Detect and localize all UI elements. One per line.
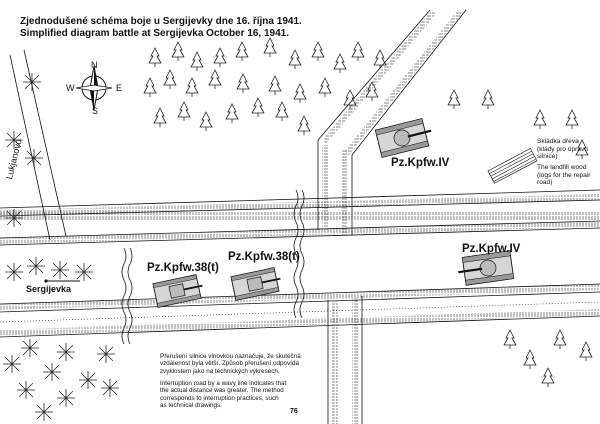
tank-38t-right-icon	[230, 267, 281, 301]
wood-note-cz: Skládka dřeva (klády pro úpravu silnice)	[537, 138, 588, 161]
wood-cz-line: (klády pro úpravu	[537, 145, 588, 153]
tank-label-38t-right: Pz.Kpfw.38(t)	[228, 251, 300, 263]
wood-en-line: The landfill wood	[537, 164, 587, 171]
road-south	[327, 296, 363, 424]
tank-label-pz4-bottom: Pz.Kpfw.IV	[462, 243, 521, 255]
road-lower	[0, 283, 600, 338]
compass-n: N	[91, 60, 98, 70]
tank-label-pz4-top: Pz.Kpfw.IV	[391, 157, 450, 169]
wood-en-line: (logs for the repair	[537, 171, 591, 179]
wood-cz-line: Skládka dřeva	[537, 138, 579, 145]
note-cz-line: Přerušení silnice vlnovkou naznačuje, že…	[160, 353, 301, 360]
road-north	[317, 9, 467, 235]
tank-label-38t-left: Pz.Kpfw.38(t)	[147, 262, 219, 274]
wood-note-en: The landfill wood (logs for the repair r…	[537, 164, 591, 187]
note-en-line: as technical drawings.	[160, 402, 222, 410]
note-en-line: Interruption road by a wavy line indicat…	[160, 380, 287, 387]
tank-pz4-bottom-icon	[458, 250, 515, 286]
title-en: Simplified diagram battle at Sergijevka …	[20, 28, 289, 39]
tank-38t-left-icon	[152, 274, 203, 308]
wood-en-line: road)	[537, 179, 553, 187]
compass-rose-icon	[75, 65, 113, 111]
place-sergijevka: Sergijevka	[26, 284, 72, 294]
note-cz-line: vzdálenost byla větší. Způsob přerušení …	[160, 360, 299, 368]
title-cz: Zjednodušené schéma boje u Sergijevky dn…	[20, 16, 302, 27]
wood-pile-icon	[487, 147, 538, 184]
note-en-line: the actual distance was greater. The met…	[160, 387, 284, 395]
wood-cz-line: silnice)	[537, 153, 558, 161]
note-cz: Přerušení silnice vlnovkou naznačuje, že…	[160, 353, 310, 375]
note-en: Interruption road by a wavy line indicat…	[160, 380, 310, 410]
compass-w: W	[66, 83, 75, 93]
road-interruption-marks	[121, 189, 305, 345]
note-cz-line: zvyklostem jako na technických výkresech…	[160, 367, 280, 375]
tank-pz4-top-icon	[374, 118, 432, 158]
compass-e: E	[116, 83, 123, 93]
note-en-line: corresponds to interruption practices, s…	[160, 394, 279, 402]
page-number: 76	[290, 408, 298, 415]
compass-s: S	[92, 106, 99, 116]
bush-icons	[2, 72, 120, 422]
